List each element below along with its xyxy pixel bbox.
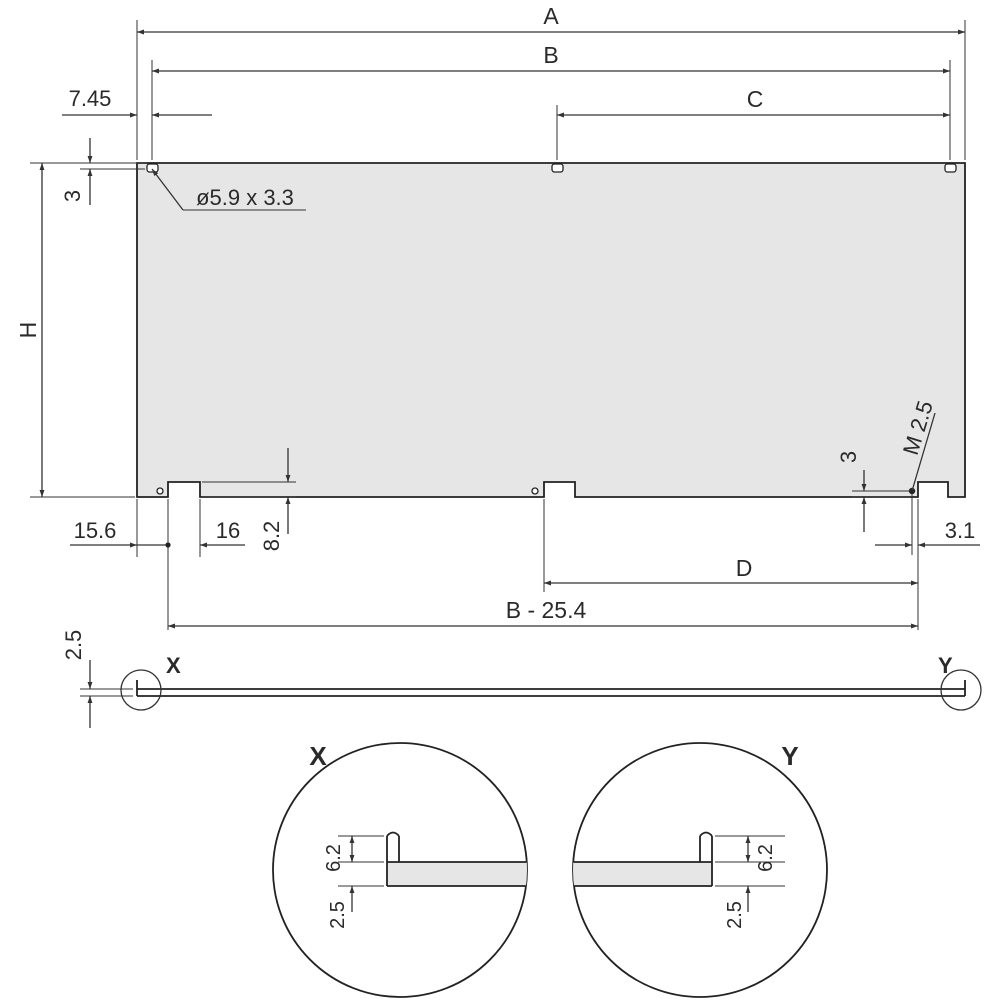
dim-label-c: C: [747, 86, 764, 112]
hole-callout: ø5.9 x 3.3: [151, 168, 306, 211]
dimension-notch: 15.6 16 8.2: [70, 448, 296, 630]
dimension-a: A: [136, 3, 966, 160]
dimension-d: D: [543, 499, 918, 592]
dimension-offset-top: 3: [58, 138, 145, 205]
front-panel: [136, 162, 966, 498]
dim-label-d: D: [736, 555, 753, 581]
dim-label-notch-width: 16: [216, 518, 240, 543]
detail-y-step-label: 6.2: [755, 844, 777, 872]
dim-label-h: H: [15, 322, 41, 339]
dimension-c: C: [556, 86, 950, 160]
detail-x: 6.2 2.5 X: [272, 741, 528, 998]
dim-label-notch-left: 15.6: [74, 518, 117, 543]
dim-label-b-minus: B - 25.4: [506, 597, 587, 623]
detail-y-thickness-label: 2.5: [724, 901, 746, 929]
thread-hole-center: [531, 487, 539, 495]
dimension-h: H: [15, 162, 135, 498]
dim-label-thickness: 2.5: [61, 630, 86, 661]
detail-circle-y: [940, 669, 982, 711]
dim-label-notch-depth: 8.2: [259, 521, 284, 552]
dim-label-thread-offset-v: 3: [836, 451, 861, 463]
thread-hole-left: [156, 487, 164, 495]
dim-label-offset-left: 7.45: [69, 86, 112, 111]
dimension-b-minus: B - 25.4: [168, 597, 918, 629]
dim-label-offset-top: 3: [60, 190, 85, 202]
detail-y-title: Y: [781, 741, 798, 771]
detail-x-title: X: [309, 741, 327, 771]
dim-label-a: A: [543, 3, 559, 29]
mounting-hole-right: [944, 163, 957, 173]
panel-outline: [136, 162, 966, 498]
detail-x-step-label: 6.2: [323, 844, 345, 872]
mounting-hole-left: [146, 163, 159, 173]
mounting-hole-center: [551, 163, 564, 173]
detail-circle-x: [120, 669, 162, 711]
detail-y: 6.2 2.5 Y: [572, 741, 828, 998]
dimension-offset-left: 7.45: [62, 86, 212, 118]
side-view: 2.5 X Y: [61, 630, 982, 728]
dimension-b: B: [151, 42, 951, 160]
dim-label-thread-offset-h: 3.1: [945, 518, 976, 543]
detail-marker-y: Y: [938, 653, 953, 678]
hole-spec-label: ø5.9 x 3.3: [196, 185, 294, 210]
detail-marker-x: X: [166, 653, 181, 678]
detail-x-thickness-label: 2.5: [327, 901, 349, 929]
dim-label-b: B: [543, 42, 558, 68]
